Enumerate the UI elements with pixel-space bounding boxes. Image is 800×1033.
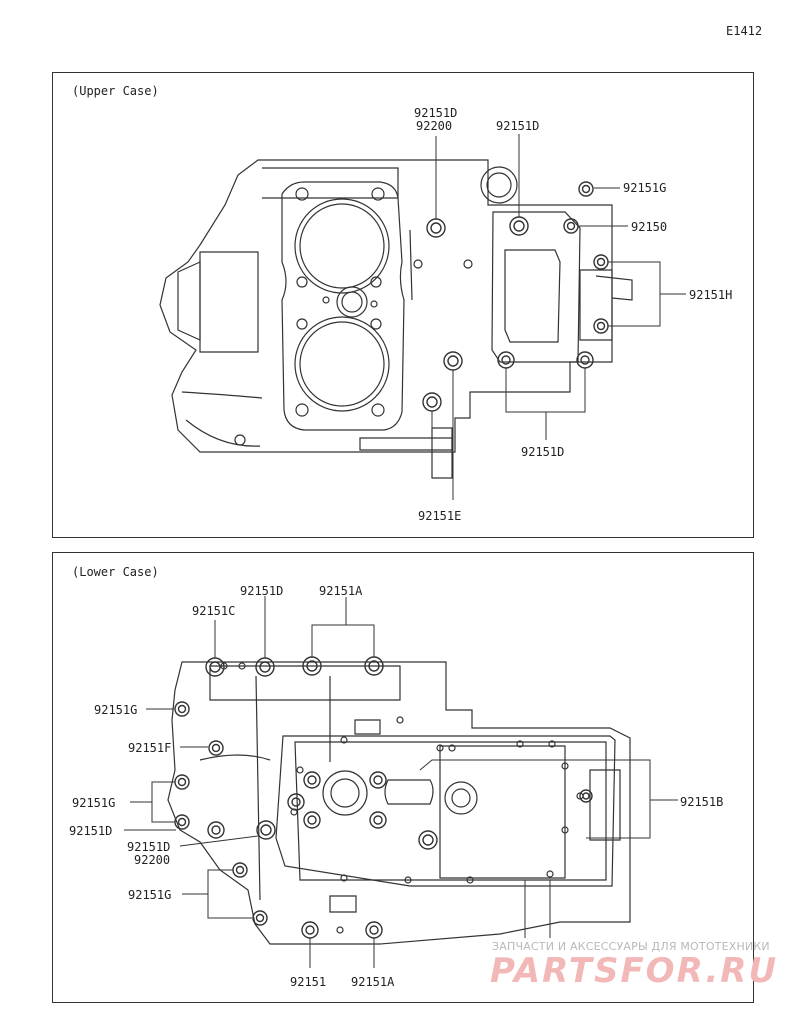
lower-leaders (124, 596, 678, 968)
part-label: 92151D (496, 119, 540, 133)
upper-case-panel (52, 72, 754, 538)
lower-case-panel (52, 552, 754, 1003)
lower-bolts (174, 656, 593, 939)
part-label: 92151D (69, 824, 113, 838)
part-label: 92151F (128, 741, 172, 755)
upper-case-outline (159, 159, 633, 479)
part-label: 92150 (631, 220, 668, 234)
part-label: 92151B (680, 795, 724, 809)
part-label: 92151G (72, 796, 116, 810)
part-label: 92151D (240, 584, 284, 598)
part-label: 92200 (134, 853, 171, 867)
part-label: 92151D (414, 106, 458, 120)
upper-leaders (431, 134, 686, 500)
part-label: 92151A (319, 584, 363, 598)
part-label: 92151A (351, 975, 395, 989)
lower-case-title: (Lower Case) (72, 565, 159, 579)
watermark-brand: PARTSFOR.RU (490, 951, 779, 991)
part-label: 92151D (521, 445, 565, 459)
part-label: 92151G (623, 181, 667, 195)
watermark-tagline: ЗАПЧАСТИ И АКСЕССУАРЫ ДЛЯ МОТОТЕХНИКИ (492, 940, 770, 953)
part-label: 92151D (127, 840, 171, 854)
upper-case-title: (Upper Case) (72, 84, 159, 98)
part-label: 92151C (192, 604, 236, 618)
part-label: 92151G (94, 703, 138, 717)
part-label: 92200 (416, 119, 453, 133)
part-label: 92151H (689, 288, 733, 302)
lower-case-outline (167, 661, 631, 945)
part-label: 92151G (128, 888, 172, 902)
part-label: 92151 (290, 975, 327, 989)
part-label: 92151E (418, 509, 462, 523)
diagram-code: E1412 (726, 24, 763, 38)
